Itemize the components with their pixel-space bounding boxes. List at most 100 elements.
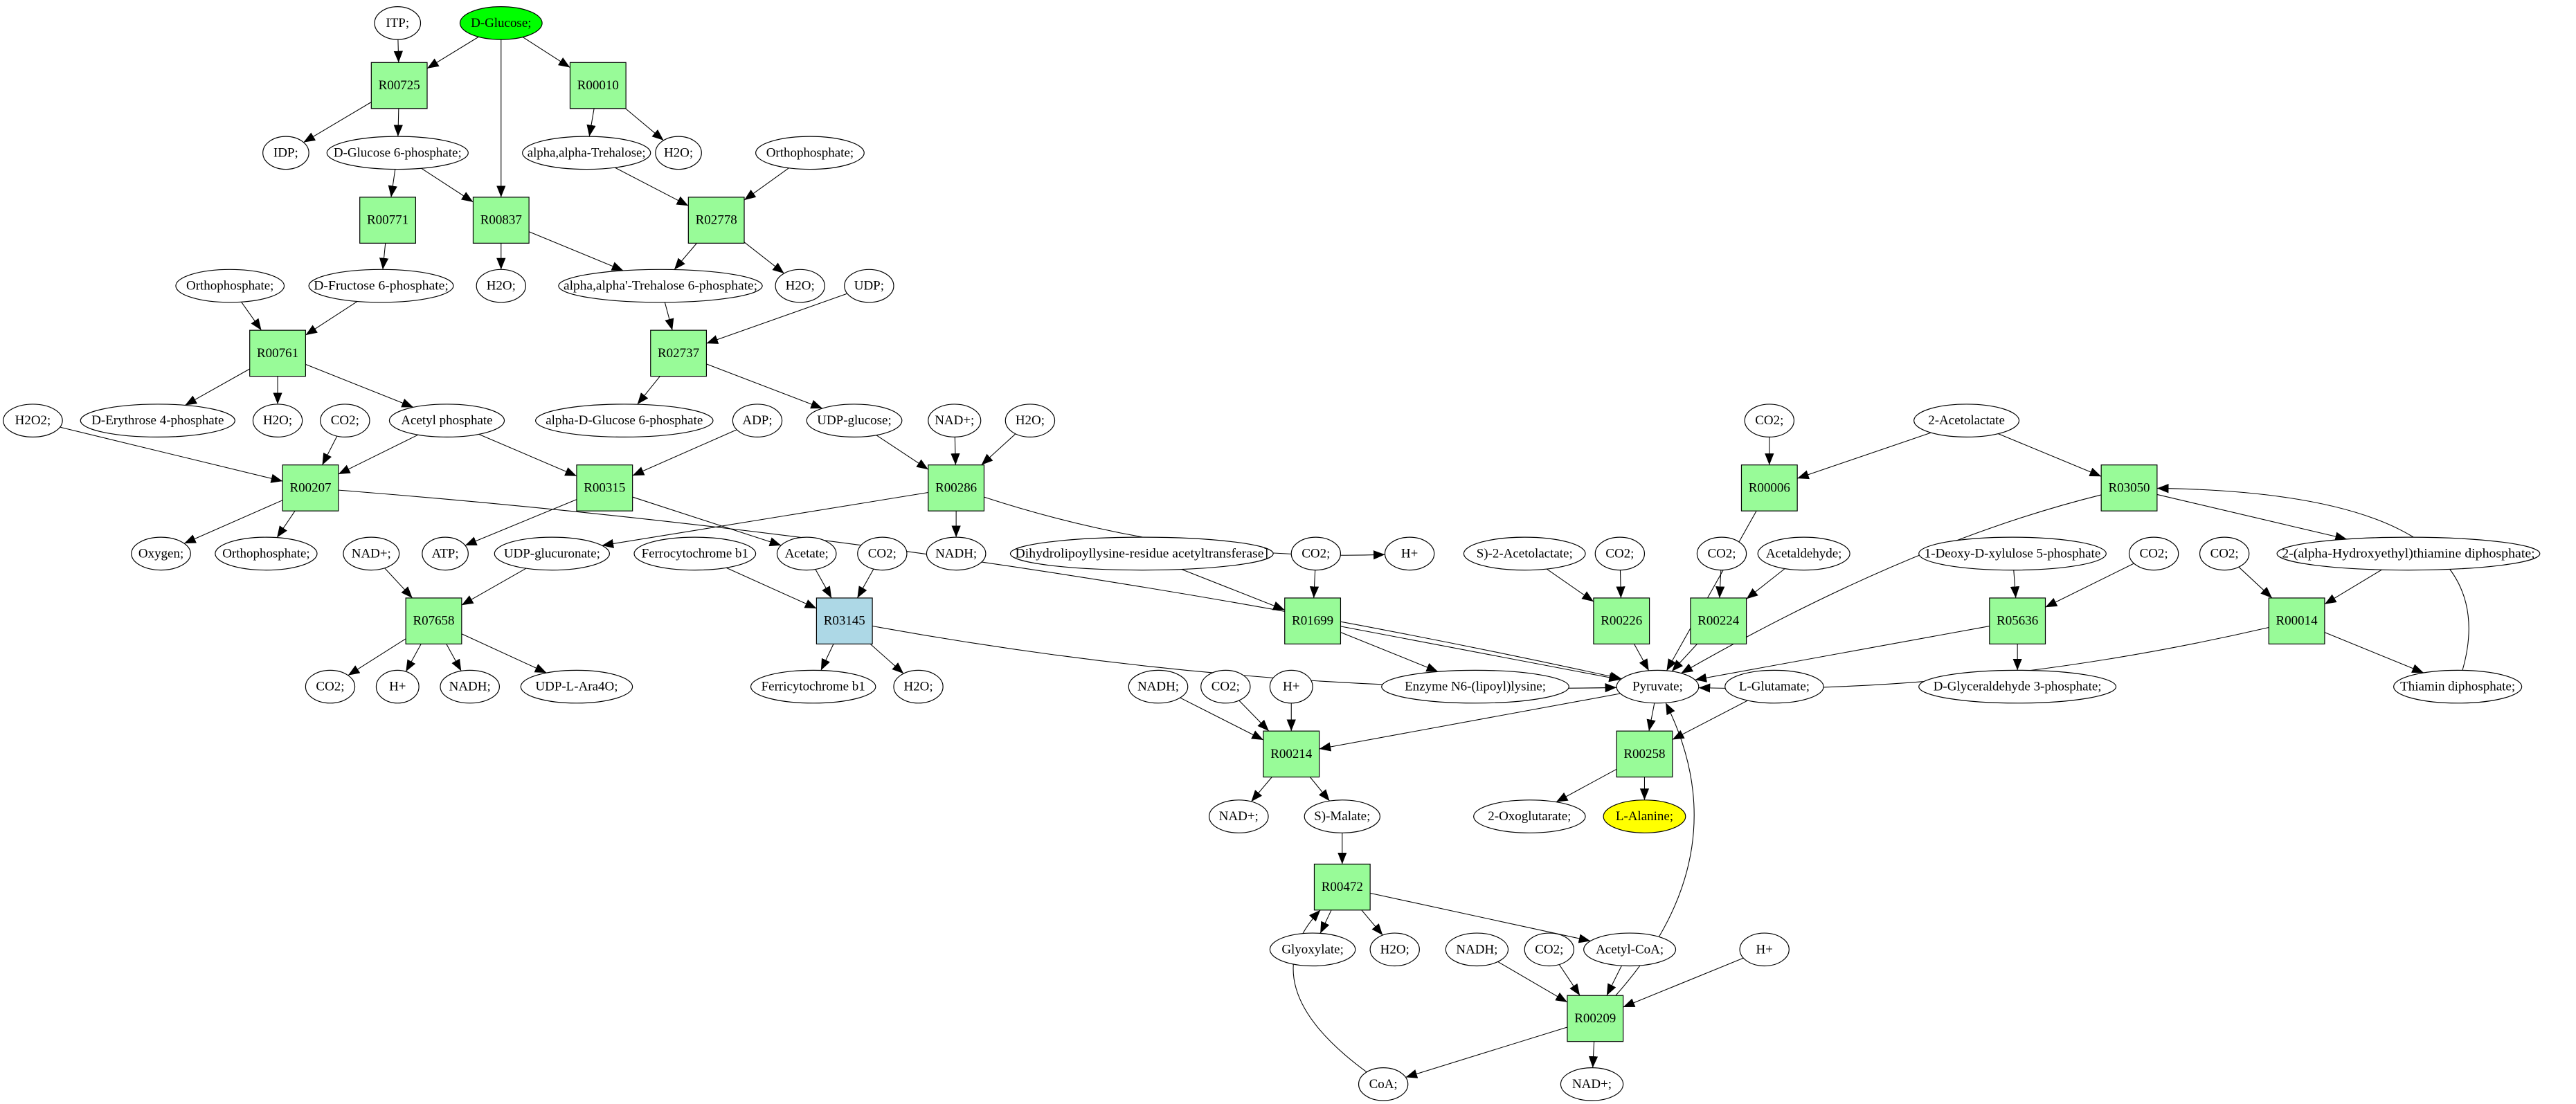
node-label: CO2; <box>316 680 344 694</box>
compound-ellipse <box>1739 932 1790 967</box>
compound-node: Dihydrolipoyllysine-residue acetyltransf… <box>1009 536 1274 571</box>
reaction-box <box>282 464 339 512</box>
reaction-node-R00761: R00761 <box>249 329 306 377</box>
compound-node: 2-(alpha-Hydroxyethyl)thiamine diphospha… <box>2276 536 2541 571</box>
reaction-box <box>405 597 462 644</box>
compound-ellipse <box>893 669 944 704</box>
reaction-box <box>576 464 633 512</box>
compound-node: Enzyme N6-(lipoyl)lysine; <box>1381 669 1569 704</box>
edge-R02778-to-t6p <box>674 243 697 270</box>
compound-ellipse <box>857 536 908 571</box>
compound-ellipse <box>1560 1067 1624 1101</box>
compound-node: alpha-D-Glucose 6-phosphate <box>535 404 714 437</box>
node-label: R03145 <box>824 614 865 628</box>
node-label: IDP; <box>273 145 298 160</box>
edge-R01699-to-pyr <box>1340 626 1621 682</box>
reaction-node-R01699: R01699 <box>1284 597 1342 644</box>
compound-ellipse <box>252 404 303 437</box>
node-label: CoA; <box>1369 1077 1398 1092</box>
compound-node: S)-2-Acetolactate; <box>1463 536 1586 571</box>
compound-ellipse <box>343 536 400 571</box>
reaction-node-R07658: R07658 <box>405 597 462 644</box>
node-label: CO2; <box>1535 942 1563 957</box>
compound-node: CO2; <box>1594 536 1646 571</box>
node-label: Orthophosphate; <box>766 145 854 160</box>
reaction-box <box>1989 597 2046 644</box>
compound-ellipse <box>1208 799 1269 833</box>
node-label: H+ <box>1401 546 1418 561</box>
edge-udpglc-to-R00286 <box>876 435 929 470</box>
compound-ellipse <box>926 536 987 571</box>
edge-udpgluc-to-R07658 <box>461 568 527 606</box>
edge-nad_b-to-R07658 <box>384 568 413 599</box>
compound-node: Acetaldehyde; <box>1757 536 1850 571</box>
compound-node: Orthophosphate; <box>175 269 285 303</box>
reaction-box <box>2100 464 2158 512</box>
compound-node: D-Fructose 6-phosphate; <box>308 269 454 303</box>
edge-R07658-to-ara4o <box>461 633 547 673</box>
node-label: R02737 <box>658 346 699 361</box>
edge-R07658-to-co2_k <box>348 638 406 676</box>
edge-s2ac-to-R00226 <box>1546 568 1594 602</box>
edge-acald-to-R00224 <box>1746 568 1785 599</box>
compound-ellipse <box>1583 932 1677 967</box>
compound-ellipse <box>2393 669 2523 704</box>
edge-R00837-to-t6p <box>528 231 624 271</box>
edge-f6p-to-R00761 <box>305 301 358 336</box>
node-label: S)-Malate; <box>1314 809 1370 824</box>
node-label: H2O; <box>664 145 693 160</box>
edge-layer <box>60 36 2469 1078</box>
edge-dxp-to-R05636 <box>2010 570 2020 598</box>
compound-ellipse <box>1005 404 1056 437</box>
node-label: Acetate; <box>785 546 829 561</box>
edge-co2_b-to-R03145 <box>856 568 874 599</box>
compound-node: L-Alanine; <box>1603 799 1686 833</box>
node-label: D-Glyceraldehyde 3-phosphate; <box>1934 680 2102 694</box>
compound-node: H2O; <box>1369 932 1420 967</box>
node-label: R00226 <box>1601 614 1642 628</box>
node-label: R03050 <box>2108 480 2150 495</box>
reaction-box <box>1616 730 1673 778</box>
compound-node: NADH; <box>1445 932 1509 967</box>
edge-R02737-to-udpglc <box>706 363 823 409</box>
compound-ellipse <box>2276 536 2541 571</box>
compound-ellipse <box>80 404 235 437</box>
compound-node: CO2; <box>1696 536 1747 571</box>
node-label: H2O2; <box>15 413 51 428</box>
compound-node: H2O2; <box>3 404 63 437</box>
node-label: R00837 <box>480 213 522 228</box>
compound-ellipse <box>928 404 982 437</box>
edge-co2_i-to-R00214 <box>1239 700 1270 732</box>
compound-ellipse <box>806 404 903 437</box>
reaction-box <box>1740 464 1798 512</box>
compound-ellipse <box>1616 669 1700 704</box>
node-label: H2O; <box>786 279 815 293</box>
node-label: H2O; <box>903 680 933 694</box>
compound-node: L-Glutamate; <box>1724 669 1824 704</box>
compound-node: Acetyl-CoA; <box>1583 932 1677 967</box>
compound-ellipse <box>440 669 501 704</box>
node-label: CO2; <box>331 413 359 428</box>
node-label: 2-Acetolactate <box>1928 413 2005 428</box>
node-label: NADH; <box>1456 942 1497 957</box>
compound-ellipse <box>775 269 825 303</box>
compound-node: H2O; <box>1005 404 1056 437</box>
reaction-node-R00006: R00006 <box>1740 464 1798 512</box>
node-label: H2O; <box>1380 942 1409 957</box>
compound-ellipse <box>750 669 876 704</box>
edge-udp-to-R02737 <box>706 293 848 344</box>
compound-node: Glyoxylate; <box>1269 932 1356 967</box>
compound-ellipse <box>522 136 651 170</box>
compound-node: S)-Malate; <box>1304 799 1380 833</box>
compound-node: UDP-L-Ara4O; <box>520 669 633 704</box>
compound-ellipse <box>1384 536 1435 571</box>
node-label: Acetaldehyde; <box>1766 546 1842 561</box>
compound-ellipse <box>1304 799 1380 833</box>
compound-node: H+ <box>375 669 420 704</box>
reaction-box <box>1284 597 1342 644</box>
edge-g6p-to-R00771 <box>388 169 397 197</box>
edge-R00207-to-pyr <box>338 489 1622 681</box>
reaction-node-R00258: R00258 <box>1616 730 1673 778</box>
compound-ellipse <box>1445 932 1509 967</box>
compound-node: Oxygen; <box>131 536 191 571</box>
